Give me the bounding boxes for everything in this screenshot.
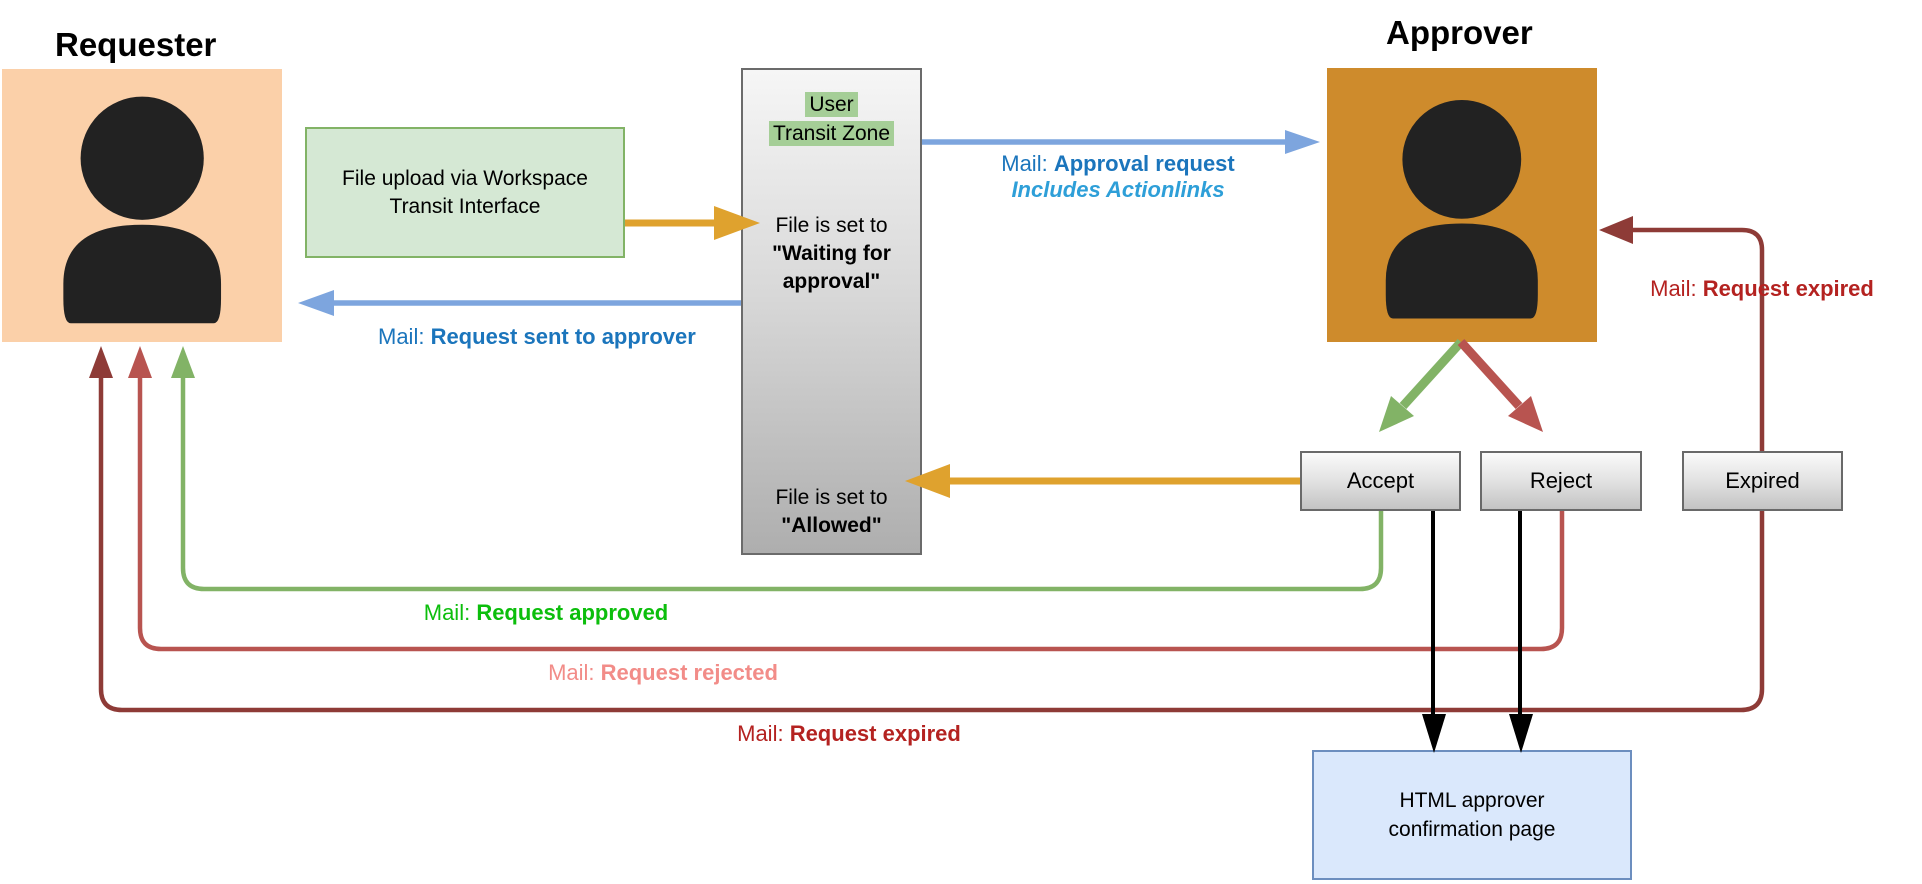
file-upload-line2: Transit Interface <box>389 194 541 218</box>
requester-title: Requester <box>55 26 217 63</box>
mail-request-expired-bottom-prefix: Mail: <box>737 721 790 746</box>
person-icon <box>1385 100 1539 320</box>
approver-title: Approver <box>1386 14 1533 51</box>
mail-request-expired-bottom-text: Request expired <box>789 721 961 746</box>
request-expired-top-connector <box>1599 216 1765 452</box>
waiting-status-value-line1: "Waiting for <box>772 242 891 265</box>
request-expired-bottom-connector <box>89 346 1765 713</box>
waiting-status: File is set to "Waiting for approval" <box>743 212 920 296</box>
mail-request-expired-top-prefix: Mail: <box>1650 276 1703 301</box>
mail-request-sent-prefix: Mail: <box>378 324 431 349</box>
mail-approval-request-prefix: Mail: <box>1001 151 1054 176</box>
confirmation-page-box: HTML approver confirmation page <box>1312 750 1632 880</box>
file-upload-box: File upload via Workspace Transit Interf… <box>305 127 625 258</box>
waiting-status-prefix: File is set to <box>775 214 888 237</box>
mail-request-rejected-label: Mail: Request rejected <box>513 660 813 686</box>
mail-request-approved-prefix: Mail: <box>423 600 477 625</box>
mail-request-expired-top-label: Mail: Request expired <box>1612 276 1912 302</box>
transit-zone-title: User Transit Zone <box>743 90 920 148</box>
approver-accept-arrow <box>1379 338 1465 432</box>
allowed-status-value: "Allowed" <box>781 514 882 537</box>
allowed-status-prefix: File is set to <box>775 486 888 509</box>
allowed-status: File is set to "Allowed" <box>743 484 920 540</box>
requester-avatar <box>2 69 282 342</box>
mail-request-rejected-prefix: Mail: <box>548 660 601 685</box>
mail-approval-request-label: Mail: Approval request Includes Actionli… <box>968 151 1268 203</box>
transit-zone-box: User Transit Zone File is set to "Waitin… <box>741 68 922 555</box>
mail-request-approved-label: Mail: Request approved <box>396 600 696 626</box>
approval-request-arrow <box>922 130 1320 154</box>
accept-confirmation-arrow <box>1422 511 1446 753</box>
confirmation-line2: confirmation page <box>1388 818 1556 841</box>
mail-request-approved-text: Request approved <box>476 600 669 625</box>
confirmation-line1: HTML approver <box>1399 789 1545 812</box>
reject-confirmation-arrow <box>1509 511 1533 753</box>
accept-to-transit-arrow <box>905 464 1300 498</box>
request-rejected-connector <box>128 346 1565 652</box>
person-icon <box>63 97 221 324</box>
transit-zone-title-line1: User <box>805 92 858 117</box>
approver-reject-arrow <box>1457 338 1543 432</box>
mail-approval-request-text: Approval request <box>1053 151 1235 176</box>
mail-request-rejected-text: Request rejected <box>600 660 778 685</box>
approver-avatar <box>1327 68 1597 342</box>
mail-request-expired-bottom-label: Mail: Request expired <box>699 721 999 747</box>
mail-approval-request-sub: Includes Actionlinks <box>1011 177 1225 202</box>
waiting-status-value-line2: approval" <box>782 270 881 293</box>
accept-button[interactable]: Accept <box>1300 451 1461 511</box>
expired-button[interactable]: Expired <box>1682 451 1843 511</box>
request-sent-arrow <box>298 290 741 316</box>
reject-button[interactable]: Reject <box>1480 451 1642 511</box>
file-upload-line1: File upload via Workspace <box>342 166 588 190</box>
request-approved-connector <box>171 346 1384 592</box>
transit-zone-title-line2: Transit Zone <box>768 121 895 146</box>
mail-request-sent-text: Request sent to approver <box>430 324 696 349</box>
upload-arrow <box>625 206 760 240</box>
mail-request-sent-label: Mail: Request sent to approver <box>378 324 696 350</box>
mail-request-expired-top-text: Request expired <box>1702 276 1874 301</box>
